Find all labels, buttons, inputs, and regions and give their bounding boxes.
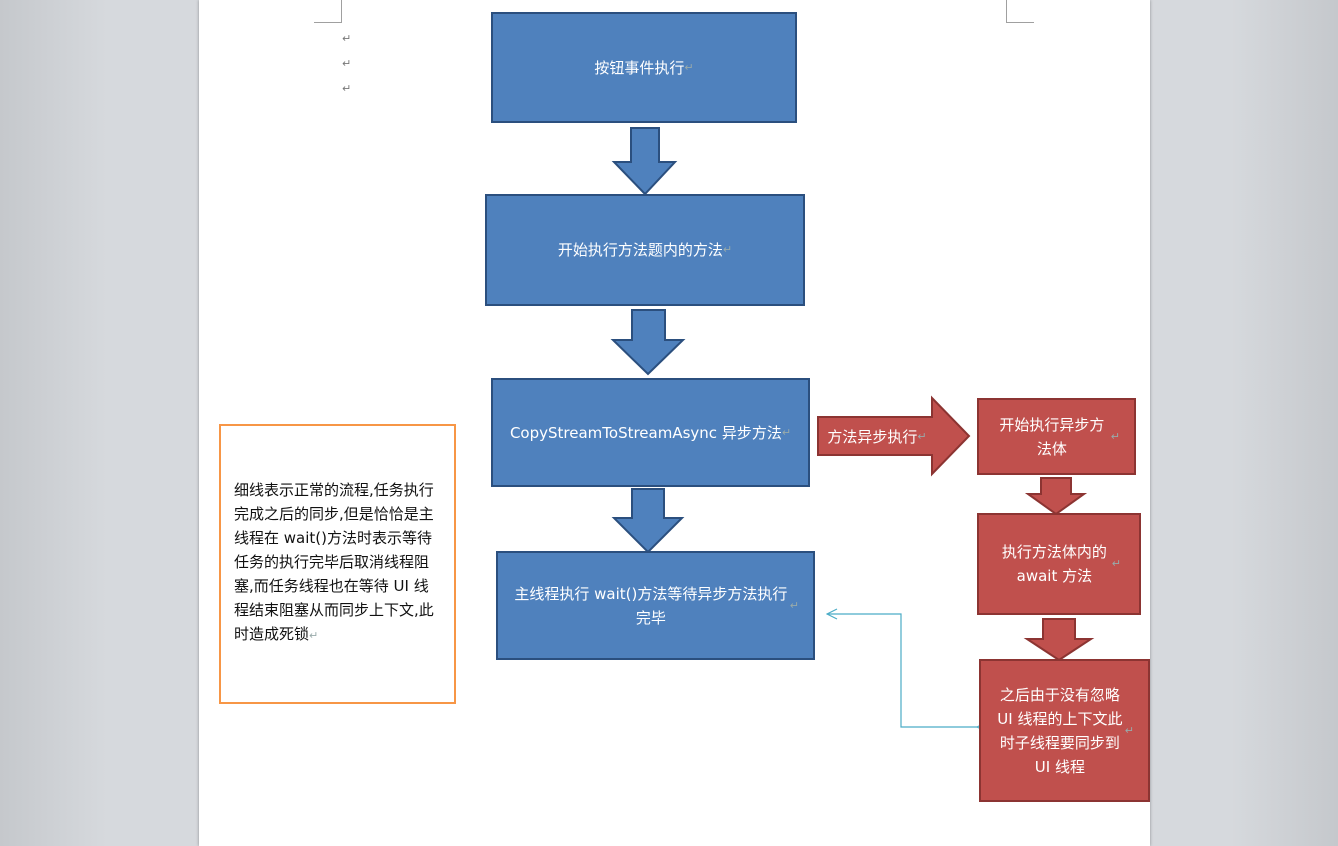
- note-textbox: 细线表示正常的流程,任务执行完成之后的同步,但是恰恰是主线程在 wait()方法…: [219, 424, 456, 704]
- box-copy-stream: CopyStreamToStreamAsync 异步方法↵: [491, 378, 810, 487]
- box-button-event: 按钮事件执行↵: [491, 12, 797, 123]
- right-arrow-async: [817, 395, 971, 477]
- paragraph-mark: ↵: [309, 629, 319, 642]
- paragraph-mark: ↵: [917, 429, 927, 443]
- paragraph-mark: ↵: [342, 82, 352, 95]
- arrow-label-async: 方法异步执行↵: [822, 420, 932, 453]
- down-arrow-red-2: [1023, 618, 1095, 662]
- box-await-in-body-label: 执行方法体内的 await 方法: [1001, 543, 1107, 585]
- box-start-async-body-label: 开始执行异步方法体: [999, 415, 1105, 458]
- paragraph-mark: ↵: [342, 57, 352, 70]
- down-arrow-1: [611, 127, 678, 196]
- box-sync-to-ui-label: 之后由于没有忽略 UI 线程的上下文此时子线程要同步到 UI 线程: [997, 685, 1123, 776]
- paragraph-mark: ↵: [1110, 429, 1120, 443]
- box-start-method: 开始执行方法题内的方法↵: [485, 194, 805, 306]
- paragraph-mark: ↵: [342, 32, 352, 45]
- box-await-in-body: 执行方法体内的 await 方法 ↵: [977, 513, 1141, 615]
- down-arrow-3: [611, 488, 685, 554]
- arrow-label-async-text: 方法异步执行: [827, 427, 918, 446]
- box-button-event-label: 按钮事件执行: [594, 58, 685, 77]
- note-text: 细线表示正常的流程,任务执行完成之后的同步,但是恰恰是主线程在 wait()方法…: [234, 481, 434, 643]
- box-main-thread-wait: 主线程执行 wait()方法等待异步方法执行完毕↵: [496, 551, 815, 660]
- box-copy-stream-label: CopyStreamToStreamAsync 异步方法: [509, 423, 782, 442]
- paragraph-mark: ↵: [1124, 723, 1134, 737]
- paragraph-mark: ↵: [722, 243, 733, 256]
- crop-mark-top-right: [1006, 0, 1034, 23]
- down-arrow-2: [610, 309, 686, 376]
- down-arrow-red-1: [1024, 477, 1088, 516]
- box-start-method-label: 开始执行方法题内的方法: [557, 241, 723, 259]
- crop-mark-top-left: [314, 0, 342, 23]
- paragraph-mark: ↵: [1111, 557, 1121, 570]
- box-main-thread-wait-label: 主线程执行 wait()方法等待异步方法执行完毕: [514, 584, 788, 627]
- paragraph-mark: ↵: [781, 425, 792, 439]
- paragraph-mark: ↵: [684, 60, 694, 74]
- box-start-async-body: 开始执行异步方法体 ↵: [977, 398, 1136, 475]
- sync-connector-line: [827, 614, 977, 727]
- paragraph-mark: ↵: [789, 598, 799, 612]
- box-sync-to-ui: 之后由于没有忽略 UI 线程的上下文此时子线程要同步到 UI 线程↵: [979, 659, 1150, 802]
